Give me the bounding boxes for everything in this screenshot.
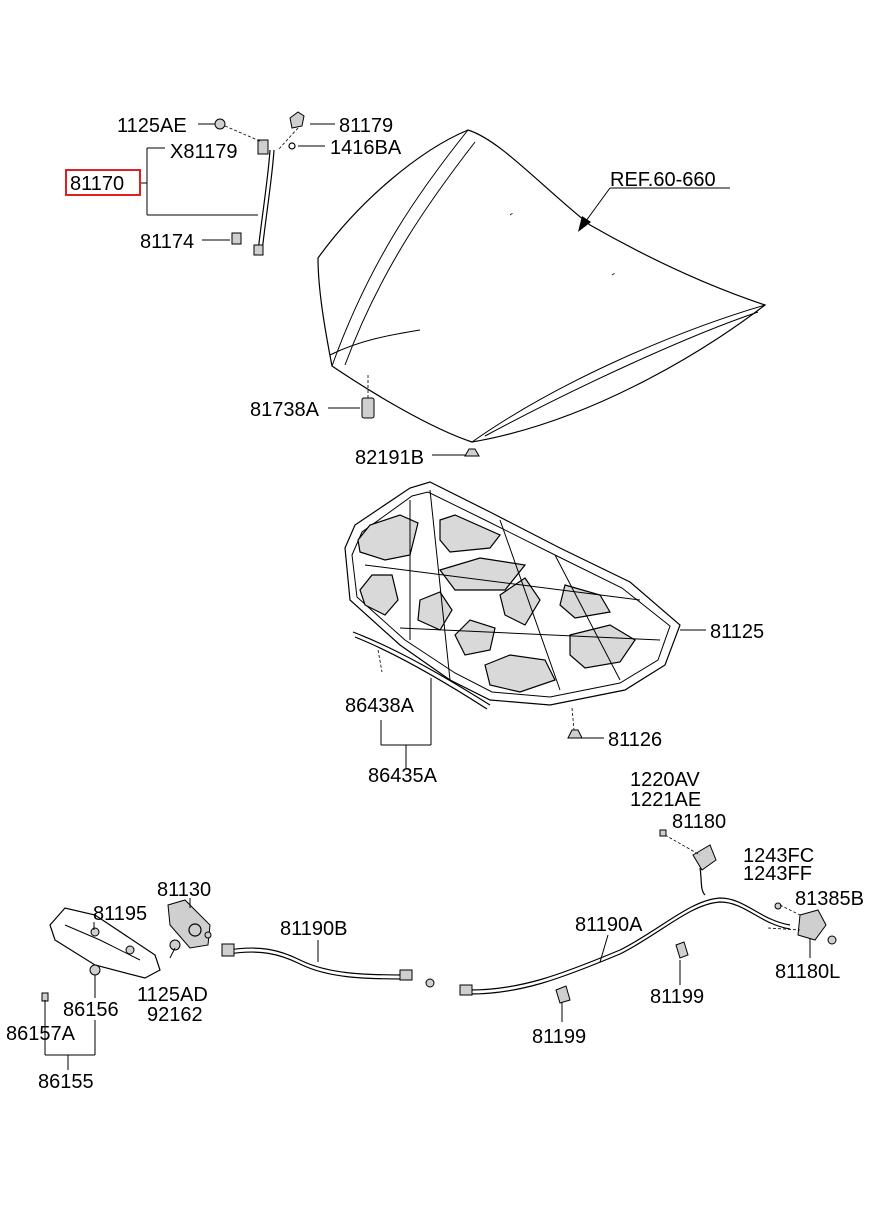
cable-clip-81199-b: [555, 985, 571, 1004]
label-81195: 81195: [93, 903, 147, 925]
label-86438A: 86438A: [345, 695, 415, 717]
cable-clip-81199-a: [675, 941, 689, 959]
label-81199-bottom: 81199: [532, 1026, 586, 1048]
highlight-box-81170: [65, 169, 141, 196]
hood-insulator-pad: [344, 481, 681, 706]
label-82191B: 82191B: [355, 447, 424, 469]
label-1243FC: 1243FC: [743, 845, 814, 867]
clip-81179: [289, 111, 305, 129]
label-1243FF: 1243FF: [743, 863, 812, 885]
label-81174: 81174: [140, 231, 194, 253]
label-ref-60-660: REF.60-660: [610, 169, 716, 191]
label-81190B: 81190B: [280, 918, 347, 940]
part-labels: 1125AE 81179 X81179 1416BA 81170 81174 R…: [6, 115, 864, 1093]
label-81126: 81126: [608, 729, 662, 751]
clip-81174: [231, 232, 242, 245]
label-81738A: 81738A: [250, 399, 320, 421]
label-86435A: 86435A: [368, 765, 438, 787]
bolt-1125AE: [214, 118, 226, 130]
label-81179: 81179: [339, 115, 393, 137]
ref-arrow: [578, 187, 730, 232]
hood-latch-81130: [167, 899, 212, 959]
label-81199-right: 81199: [650, 986, 704, 1008]
label-81170: 81170: [70, 173, 124, 195]
release-handle-81195: [41, 907, 161, 1002]
label-81180: 81180: [672, 811, 726, 833]
label-81385B: 81385B: [795, 888, 864, 910]
label-92162: 92162: [147, 1004, 203, 1026]
label-1125AE: 1125AE: [117, 115, 187, 137]
weatherstrip-86435A: [352, 631, 491, 710]
label-86157A: 86157A: [6, 1023, 76, 1045]
label-81125: 81125: [710, 621, 764, 643]
label-81190A: 81190A: [575, 914, 643, 936]
bumper-81738A: [361, 375, 375, 419]
clip-81126: [567, 707, 583, 739]
label-1220AV: 1220AV: [630, 769, 700, 791]
grommet-1416BA: [288, 142, 296, 150]
label-1125AD: 1125AD: [137, 984, 208, 1006]
clip-82191B: [464, 448, 480, 457]
label-81180L: 81180L: [775, 961, 840, 983]
label-86156: 86156: [63, 999, 119, 1021]
hood-stay-rod: [224, 125, 299, 256]
leader-lines: [44, 123, 811, 1070]
label-1416BA: 1416BA: [330, 137, 402, 159]
label-1221AE: 1221AE: [630, 789, 701, 811]
safety-hook-81180: [659, 829, 717, 896]
hood-panel: [317, 129, 767, 443]
label-81130: 81130: [157, 879, 211, 901]
label-X81179: X81179: [170, 141, 237, 163]
label-86155: 86155: [38, 1071, 94, 1093]
hood-lock-81180L: [767, 902, 837, 945]
release-cable: [221, 897, 791, 996]
